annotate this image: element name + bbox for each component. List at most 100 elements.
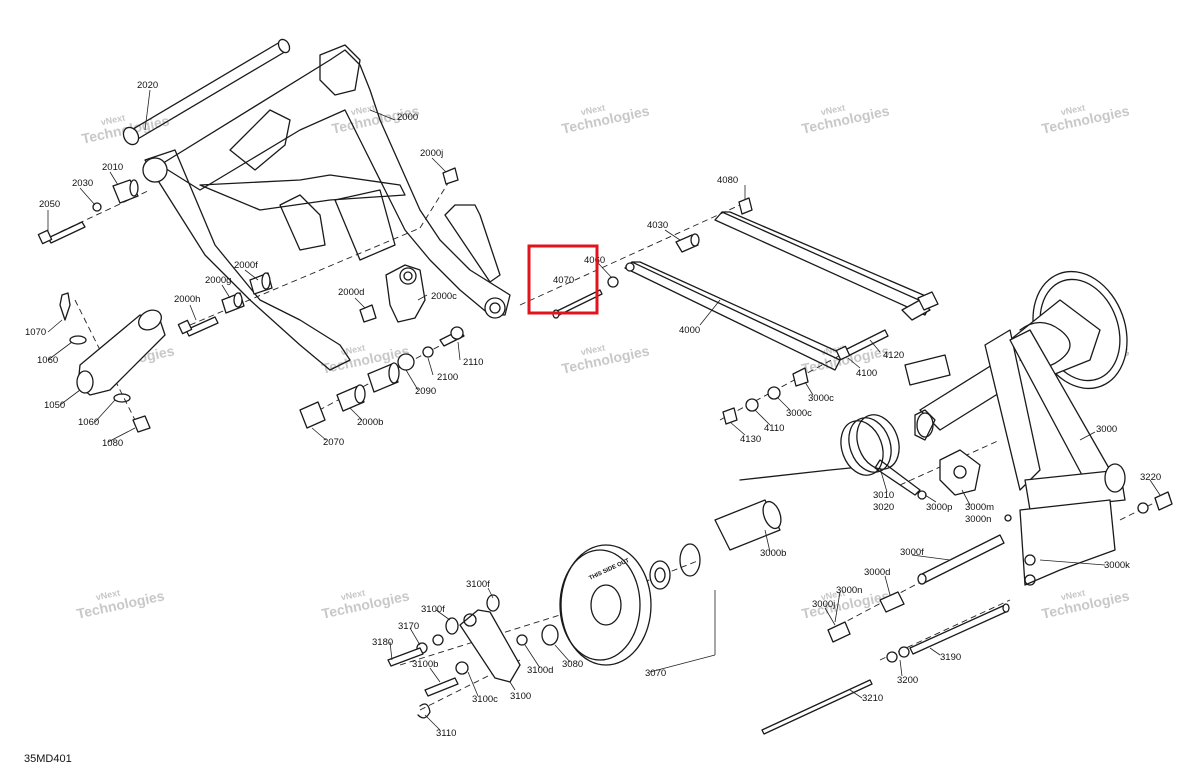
watermark-line1: vNext (1060, 103, 1086, 118)
watermark-line2: Technologies (800, 102, 891, 136)
label-1050: 1050 (44, 400, 65, 411)
label-2000f: 2000f (234, 260, 258, 271)
label-4030: 4030 (647, 220, 668, 231)
bearing (649, 560, 671, 590)
label-2010: 2010 (102, 162, 123, 173)
small-parts-left (37, 167, 465, 429)
label-3100f-lower: 3100f (421, 604, 445, 615)
label-4130: 4130 (740, 434, 761, 445)
watermark-line1: vNext (340, 588, 366, 603)
watermark-line2: Technologies (1040, 587, 1131, 621)
label-3200: 3200 (897, 675, 918, 686)
axle-3190 (909, 603, 1010, 655)
bracket-3000m (939, 449, 981, 496)
label-3010: 3010 (873, 490, 894, 501)
label-2070: 2070 (323, 437, 344, 448)
watermark-line1: vNext (820, 103, 846, 118)
label-3210: 3210 (862, 693, 883, 704)
label-2100: 2100 (437, 372, 458, 383)
center-small-parts (722, 367, 809, 425)
watermark-line1: vNext (820, 588, 846, 603)
watermark-line1: vNext (350, 103, 376, 118)
label-3180: 3180 (372, 637, 393, 648)
watermark-line1: vNext (580, 103, 606, 118)
diagram-code: 35MD401 (24, 753, 72, 765)
sleeve-3000b (714, 499, 782, 551)
label-3000p: 3000p (926, 502, 952, 513)
label-2000d: 2000d (338, 287, 364, 298)
label-2020: 2020 (137, 80, 158, 91)
label-4070: 4070 (553, 275, 574, 286)
watermark-line1: vNext (95, 588, 121, 603)
label-3190: 3190 (940, 652, 961, 663)
watermark-line1: vNext (100, 113, 126, 128)
label-3110: 3110 (436, 728, 456, 739)
watermark-line2: Technologies (320, 587, 411, 621)
label-2000h: 2000h (174, 294, 200, 305)
label-3100: 3100 (510, 691, 531, 702)
watermark-line2: Technologies (1040, 102, 1131, 136)
right-small-parts (827, 490, 1173, 663)
label-2000b: 2000b (357, 417, 383, 428)
label-3100b: 3100b (412, 659, 438, 670)
label-4110: 4110 (764, 423, 784, 434)
label-3170: 3170 (398, 621, 419, 632)
idler-parts-3100 (387, 594, 559, 719)
label-2000c: 2000c (431, 291, 457, 302)
label-3080: 3080 (562, 659, 583, 670)
link-4000 (624, 261, 846, 371)
retaining-ring (679, 543, 701, 577)
label-2090: 2090 (415, 386, 436, 397)
label-4080: 4080 (717, 175, 738, 186)
label-3000n-lower: 3000n (836, 585, 862, 596)
part-labels: 2020 2000 2010 2030 2050 2000j 2000f 200… (25, 80, 1161, 739)
label-3000m: 3000m (965, 502, 994, 513)
label-3000: 3000 (1096, 424, 1117, 435)
label-1060-upper: 1060 (37, 355, 58, 366)
label-1080: 1080 (102, 438, 123, 449)
label-3020: 3020 (873, 502, 894, 513)
link-upper (714, 211, 939, 321)
label-3000n-upper: 3000n (965, 514, 991, 525)
watermark-line2: Technologies (560, 102, 651, 136)
shock-absorber-1050 (59, 292, 166, 433)
idler-wheel-3070: THIS SIDE OUT (559, 544, 652, 666)
label-3100f-upper: 3100f (466, 579, 490, 590)
front-arm-2000 (142, 44, 511, 371)
label-3100c: 3100c (472, 694, 498, 705)
label-3000f: 3000f (900, 547, 924, 558)
leader-lines (47, 89, 1161, 731)
washer-4060 (607, 276, 619, 288)
label-4120: 4120 (883, 350, 904, 361)
label-3000d: 3000d (864, 567, 890, 578)
label-1070: 1070 (25, 327, 46, 338)
swing-arm-shaft-2020 (122, 38, 291, 146)
label-4060: 4060 (584, 255, 605, 266)
label-3000k: 3000k (1104, 560, 1130, 571)
label-2000g: 2000g (205, 275, 231, 286)
watermark-line1: vNext (580, 343, 606, 358)
label-4100: 4100 (856, 368, 877, 379)
label-1060-lower: 1060 (78, 417, 99, 428)
label-3070: 3070 (645, 668, 666, 679)
label-4000: 4000 (679, 325, 700, 336)
label-2000: 2000 (397, 112, 418, 123)
label-3100d: 3100d (527, 665, 553, 676)
watermark-line2: Technologies (560, 342, 651, 376)
label-2050: 2050 (39, 199, 60, 210)
label-3000j: 3000j (812, 599, 835, 610)
nut-4080 (738, 197, 753, 215)
highlight-box-4070 (527, 244, 599, 315)
bolt-4120 (835, 329, 889, 361)
label-2030: 2030 (72, 178, 93, 189)
label-3220: 3220 (1140, 472, 1161, 483)
label-2000j: 2000j (420, 148, 443, 159)
watermark-line1: vNext (1060, 588, 1086, 603)
watermark-line2: Technologies (75, 587, 166, 621)
label-3000c-upper: 3000c (808, 393, 834, 404)
rear-arm-3000 (904, 270, 1128, 586)
shaft-3000f (917, 534, 1005, 585)
bolt-3210 (761, 679, 873, 735)
